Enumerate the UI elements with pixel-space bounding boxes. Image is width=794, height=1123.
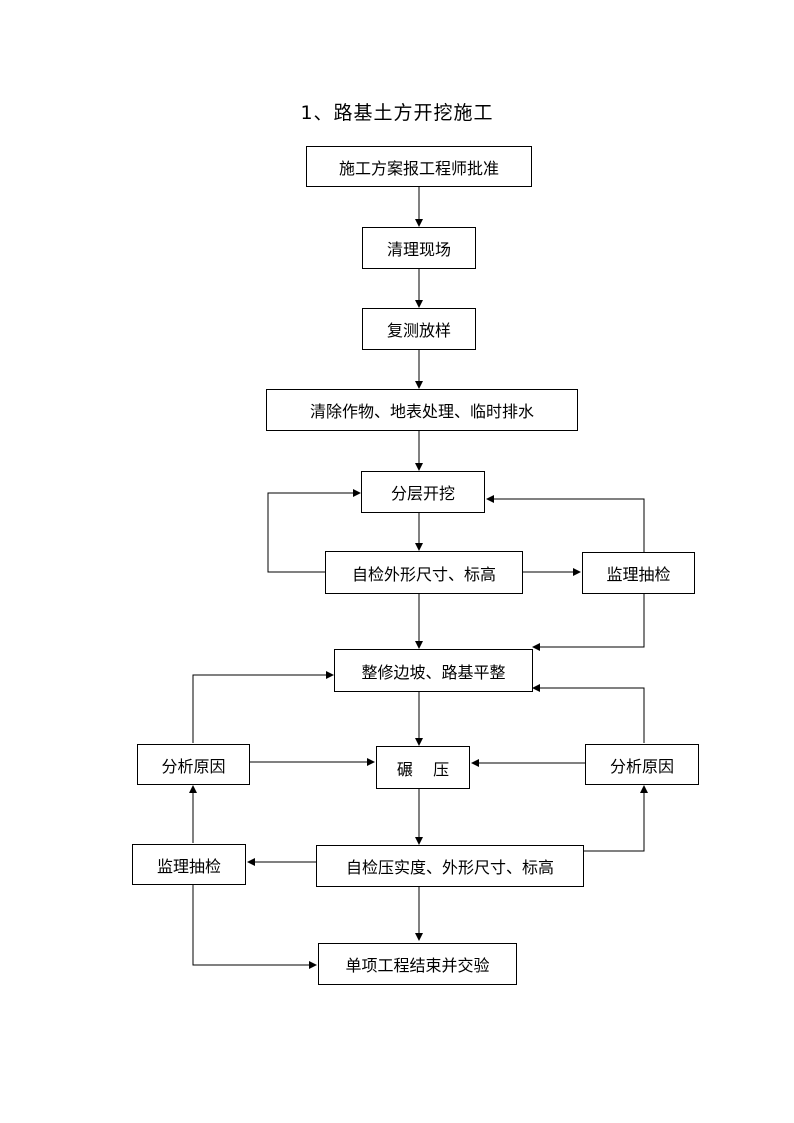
- node-clear-crops: 清除作物、地表处理、临时排水: [266, 389, 578, 431]
- node-approval: 施工方案报工程师批准: [306, 146, 532, 187]
- node-self-check-dimensions: 自检外形尺寸、标高: [325, 551, 523, 594]
- node-self-check-compaction: 自检压实度、外形尺寸、标高: [316, 845, 584, 887]
- page-title: 1、路基土方开挖施工: [300, 102, 494, 124]
- node-layered-excavation: 分层开挖: [361, 471, 485, 513]
- arrow-selfcheck2-to-analyze-right: [584, 785, 648, 852]
- node-trim-slope: 整修边坡、路基平整: [334, 649, 533, 692]
- node-supervisor-check-2: 监理抽检: [132, 844, 246, 885]
- arrow-supervisor-to-trim: [532, 593, 645, 651]
- arrow-analyze-right-to-trim: [532, 684, 645, 743]
- node-analyze-cause-left: 分析原因: [137, 744, 250, 785]
- loop-selfcheck-to-excavation: [267, 489, 361, 573]
- arrow-analyze-left-to-trim: [192, 671, 334, 743]
- node-analyze-cause-right: 分析原因: [585, 744, 699, 785]
- node-completion: 单项工程结束并交验: [318, 943, 517, 985]
- node-clear-site: 清理现场: [362, 227, 476, 269]
- node-supervisor-check-1: 监理抽检: [582, 552, 695, 594]
- arrow-supervisor2-to-completion: [192, 884, 317, 969]
- node-compaction: 碾 压: [376, 746, 470, 789]
- node-resurvey: 复测放样: [362, 308, 476, 350]
- loop-supervisor-to-excavation: [486, 495, 645, 552]
